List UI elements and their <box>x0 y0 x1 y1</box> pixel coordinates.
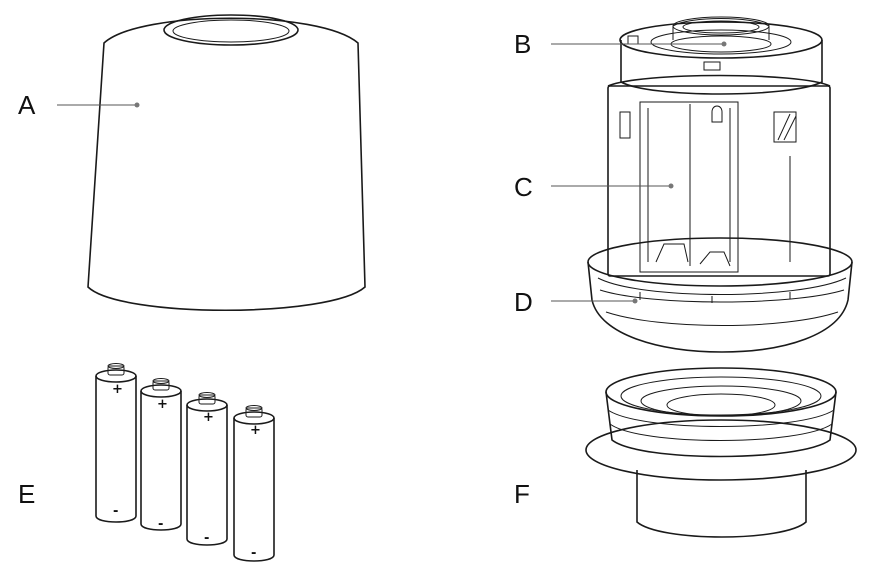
label-e: E <box>18 479 35 509</box>
battery-4-minus: - <box>251 546 256 561</box>
battery-2-plus: + <box>157 397 168 412</box>
label-b-callout: B <box>514 29 727 59</box>
label-b: B <box>514 29 531 59</box>
label-f-callout: F <box>514 479 530 509</box>
leader-dot-c <box>668 183 674 189</box>
label-a: A <box>18 90 36 120</box>
label-c-callout: C <box>514 172 674 202</box>
battery-1-plus: + <box>112 382 123 397</box>
battery-2-minus: - <box>158 517 163 532</box>
battery-3-minus: - <box>204 531 209 546</box>
label-f: F <box>514 479 530 509</box>
part-d-base <box>587 237 853 353</box>
part-f-stand <box>585 367 857 538</box>
part-a-cover <box>87 14 366 312</box>
part-e-batteries: + - + - + - + - <box>95 363 275 562</box>
battery-3: + - <box>186 392 228 546</box>
battery-3-plus: + <box>203 410 214 425</box>
leader-dot-d <box>632 298 638 304</box>
battery-1-minus: - <box>113 504 118 519</box>
battery-2: + - <box>140 378 182 532</box>
battery-4-plus: + <box>250 423 261 438</box>
battery-4: + - <box>233 405 275 562</box>
label-c: C <box>514 172 533 202</box>
label-d: D <box>514 287 533 317</box>
part-c-battery-frame <box>607 74 831 277</box>
leader-dot-a <box>134 102 140 108</box>
label-e-callout: E <box>18 479 35 509</box>
leader-dot-b <box>721 41 727 47</box>
label-a-callout: A <box>18 90 140 120</box>
part-b-top-cap <box>619 16 823 95</box>
label-d-callout: D <box>514 287 638 317</box>
battery-1: + - <box>95 363 137 523</box>
